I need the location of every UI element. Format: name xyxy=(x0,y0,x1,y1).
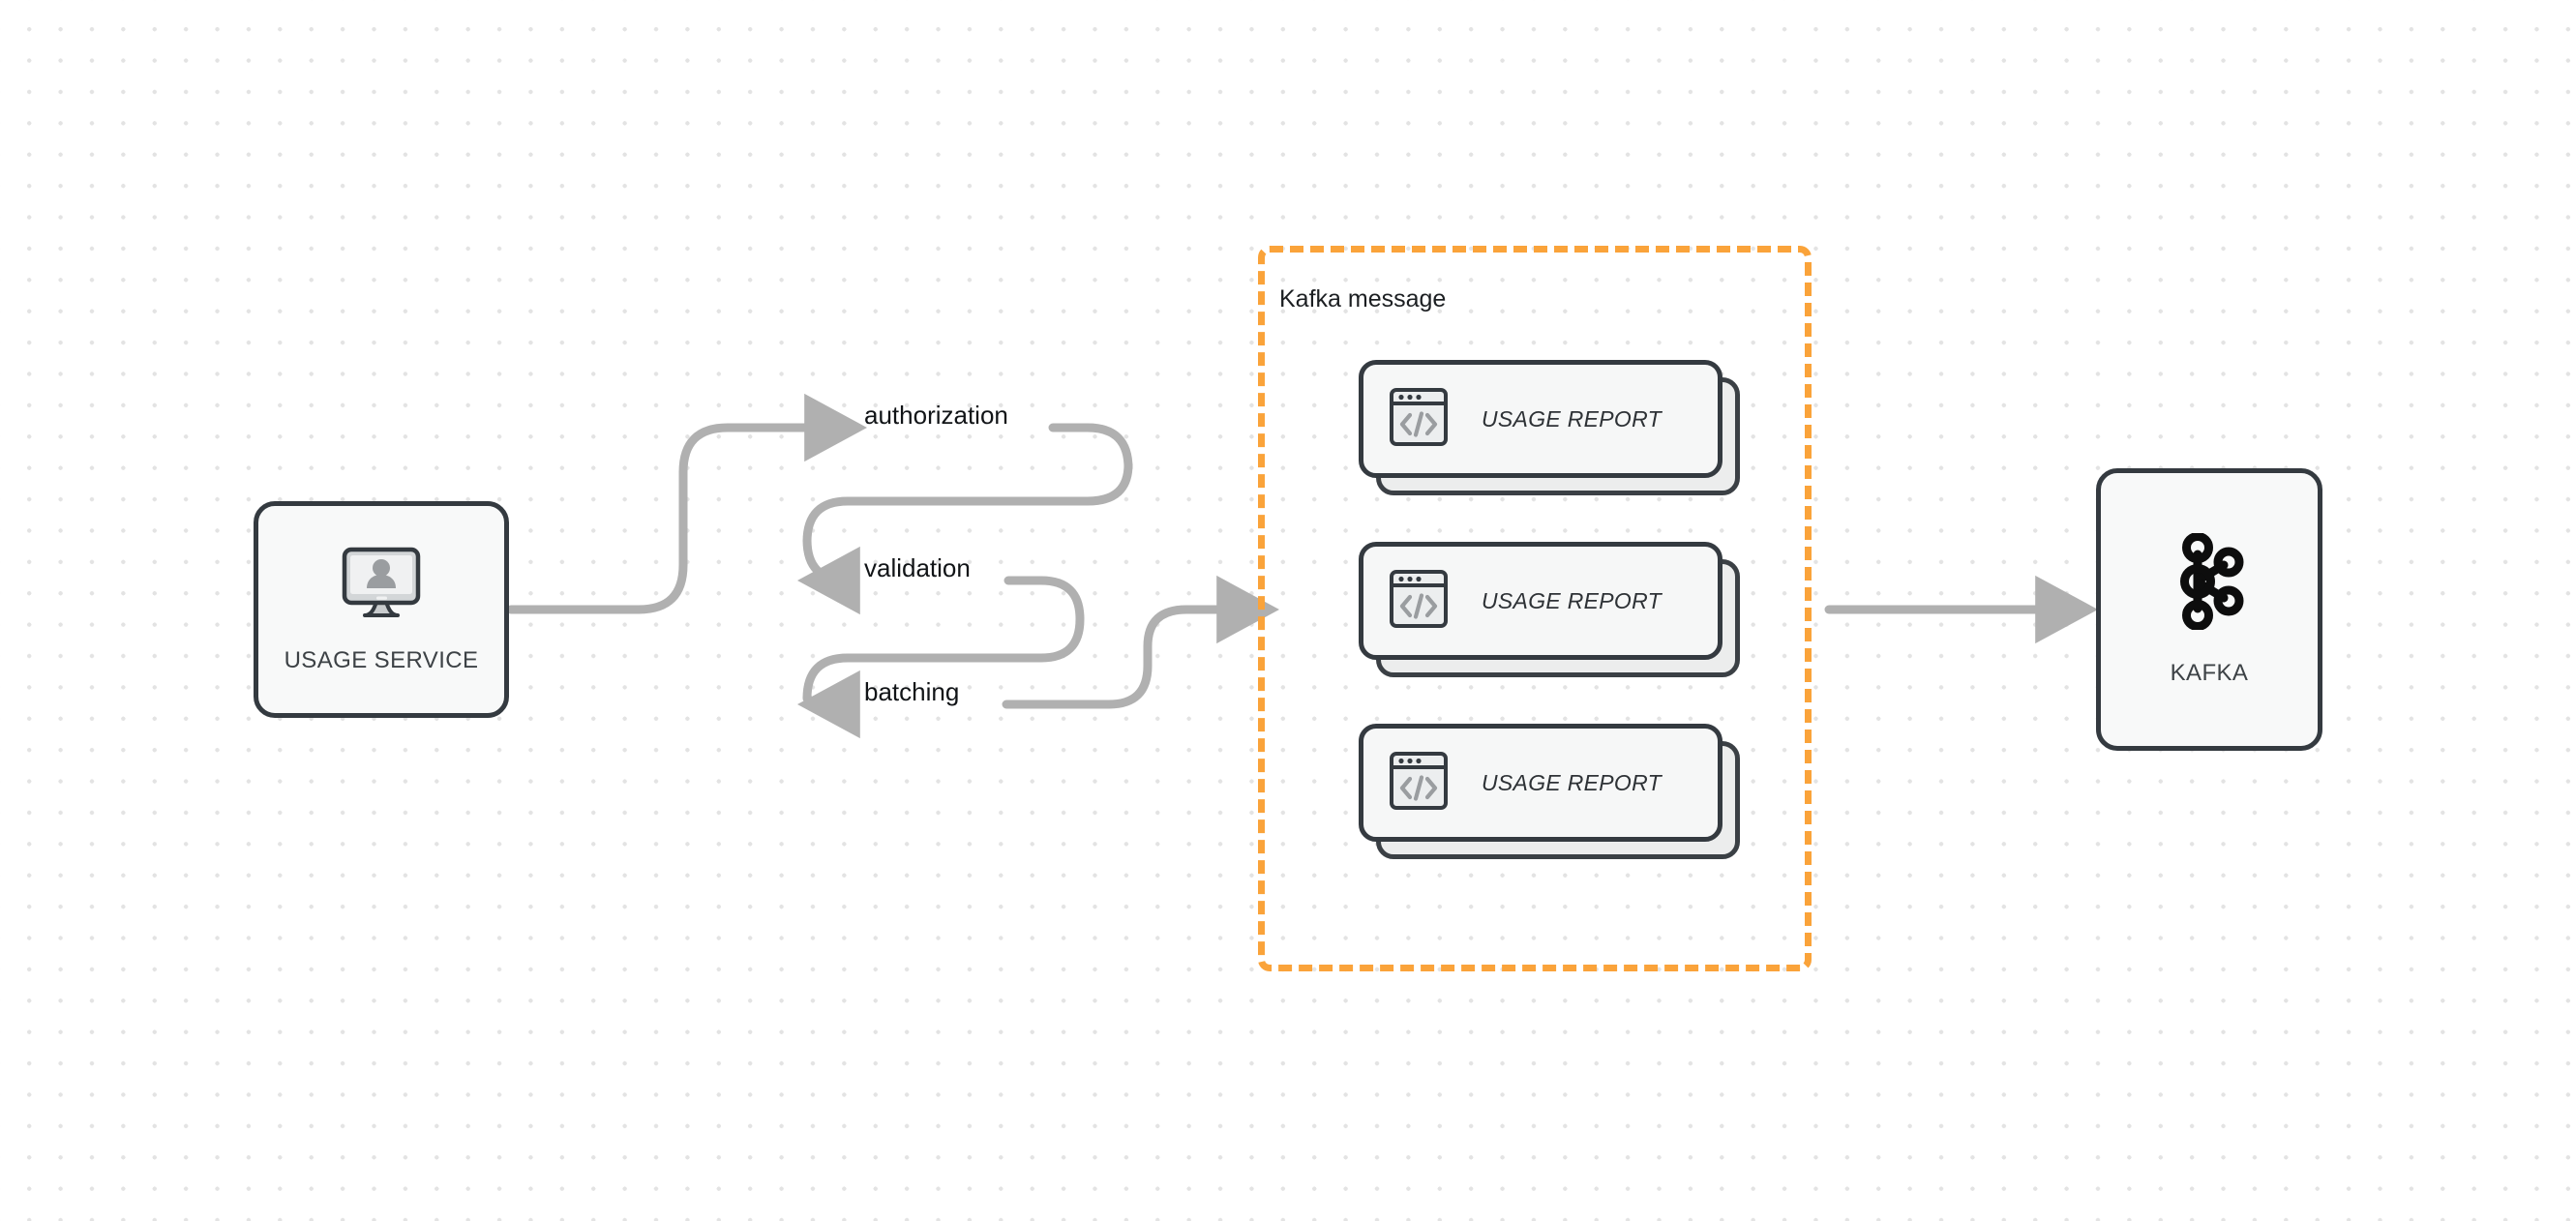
flow-label-batching: batching xyxy=(864,677,960,706)
kafka-logo-icon xyxy=(2170,531,2249,635)
group-kafka-message xyxy=(1258,246,1812,971)
usage-report-label: USAGE REPORT xyxy=(1482,587,1662,613)
flow-label-validation: validation xyxy=(864,553,971,582)
usage-report-card-front[interactable]: USAGE REPORT xyxy=(1359,360,1722,478)
code-window-icon xyxy=(1389,569,1449,634)
usage-report-card[interactable]: USAGE REPORT xyxy=(1359,724,1740,859)
code-window-icon xyxy=(1389,387,1449,452)
usage-report-card-front[interactable]: USAGE REPORT xyxy=(1359,542,1722,660)
group-kafka-message-title: Kafka message xyxy=(1279,285,1447,313)
monitor-user-icon xyxy=(340,546,423,626)
code-window-icon xyxy=(1389,751,1449,816)
node-kafka-label: KAFKA xyxy=(2170,659,2249,686)
usage-report-card[interactable]: USAGE REPORT xyxy=(1359,542,1740,677)
node-usage-service-label: USAGE SERVICE xyxy=(284,646,479,673)
edge-batching-to-kafka-message xyxy=(1002,575,1279,709)
node-usage-service[interactable]: USAGE SERVICE xyxy=(254,501,509,718)
node-kafka[interactable]: KAFKA xyxy=(2096,468,2322,751)
usage-report-card-front[interactable]: USAGE REPORT xyxy=(1359,724,1722,842)
usage-report-card[interactable]: USAGE REPORT xyxy=(1359,360,1740,495)
usage-report-label: USAGE REPORT xyxy=(1482,405,1662,432)
flow-label-authorization: authorization xyxy=(864,401,1008,430)
edge-usage-service-to-authorization xyxy=(506,393,867,614)
usage-report-label: USAGE REPORT xyxy=(1482,769,1662,795)
